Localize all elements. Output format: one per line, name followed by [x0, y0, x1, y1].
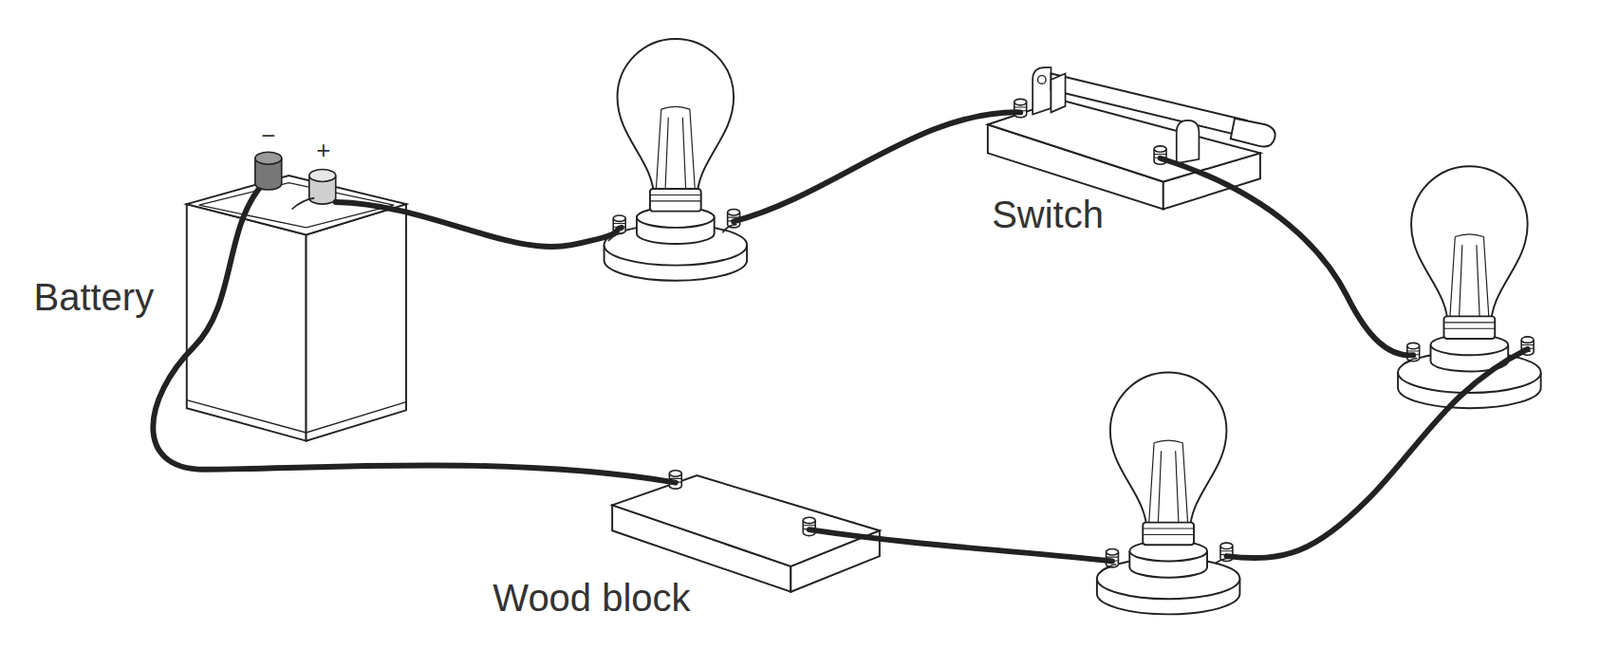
light-bulb [1397, 166, 1542, 409]
wire-leads [1100, 564, 1117, 573]
knife-switch [987, 99, 1261, 182]
wires [152, 189, 676, 484]
wood-block [612, 475, 880, 567]
knife-switch [1051, 73, 1066, 112]
battery [255, 151, 282, 165]
light-bulb [604, 38, 748, 281]
light-bulb [1097, 372, 1241, 615]
wire-leads [1401, 357, 1417, 366]
wire-leads [608, 232, 624, 242]
wire-leads [292, 198, 1531, 573]
wire-leads [1516, 351, 1531, 357]
knife-switch [1176, 120, 1200, 164]
wires [733, 111, 1021, 222]
battery [309, 169, 336, 183]
part-label: Wood block [492, 578, 690, 617]
wires [1160, 158, 1414, 356]
knife-switch [1032, 67, 1051, 114]
light-bulb [1397, 166, 1542, 409]
terminal-sign: − [260, 123, 276, 149]
wire-leads [722, 224, 737, 234]
knife-switch [1051, 73, 1247, 137]
light-bulb [1097, 372, 1241, 615]
wires [1226, 349, 1527, 559]
battery [306, 204, 407, 441]
wire-leads [1215, 558, 1231, 563]
terminal-sign: + [316, 137, 331, 163]
part-label: Switch [991, 195, 1104, 234]
wire-leads [292, 198, 316, 210]
battery [186, 400, 407, 433]
light-bulb [604, 38, 748, 281]
wires [809, 529, 1113, 561]
knife-switch [1038, 75, 1047, 85]
wires [335, 202, 622, 247]
knife-switch [1230, 118, 1276, 148]
wires [152, 111, 1527, 561]
part-label: Battery [33, 278, 154, 317]
